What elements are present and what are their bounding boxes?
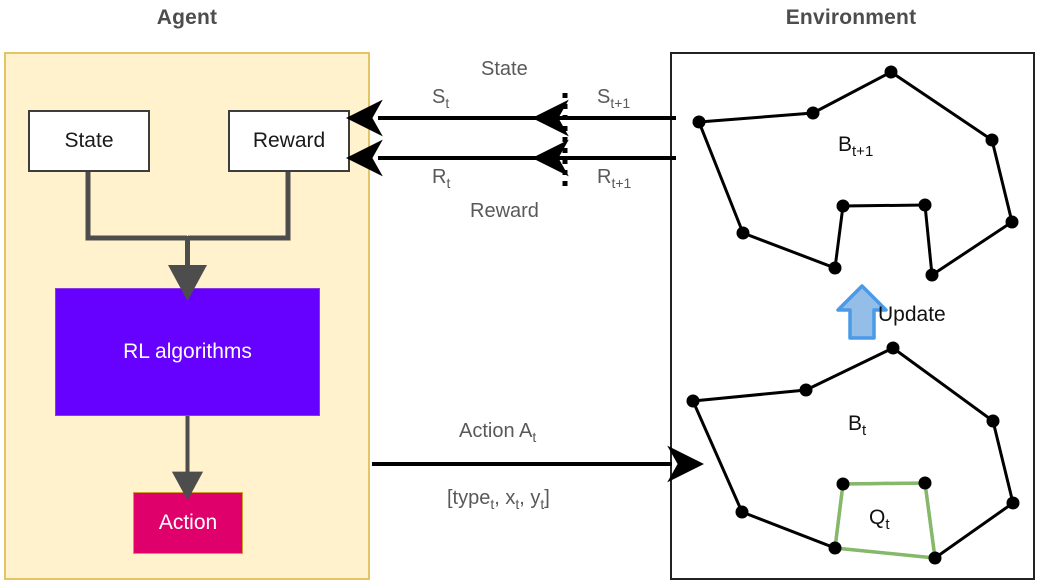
- state-in-label: St+1: [597, 86, 631, 111]
- polygon-label-b-t-plus-1: Bt+1: [838, 133, 874, 161]
- agent-panel-title: Agent: [156, 6, 218, 29]
- state-node[interactable]: State: [28, 110, 150, 172]
- query-label-q-t: Qt: [869, 506, 890, 534]
- rl-algorithms-node[interactable]: RL algorithms: [55, 288, 320, 416]
- reward-channel-title: Reward: [470, 200, 539, 222]
- update-label: Update: [878, 303, 946, 326]
- state-out-label: St: [432, 86, 450, 111]
- reward-node[interactable]: Reward: [228, 110, 350, 172]
- reward-in-label: Rt+1: [597, 166, 632, 191]
- action-node[interactable]: Action: [133, 492, 243, 554]
- action-channel-label: Action At: [459, 420, 537, 445]
- action-tuple-label: [typet, xt, yt]: [447, 487, 550, 512]
- environment-panel: [670, 52, 1035, 580]
- reward-out-label: Rt: [432, 166, 451, 191]
- polygon-label-b-t: Bt: [848, 412, 867, 440]
- environment-panel-title: Environment: [785, 6, 917, 29]
- state-channel-title: State: [481, 58, 528, 80]
